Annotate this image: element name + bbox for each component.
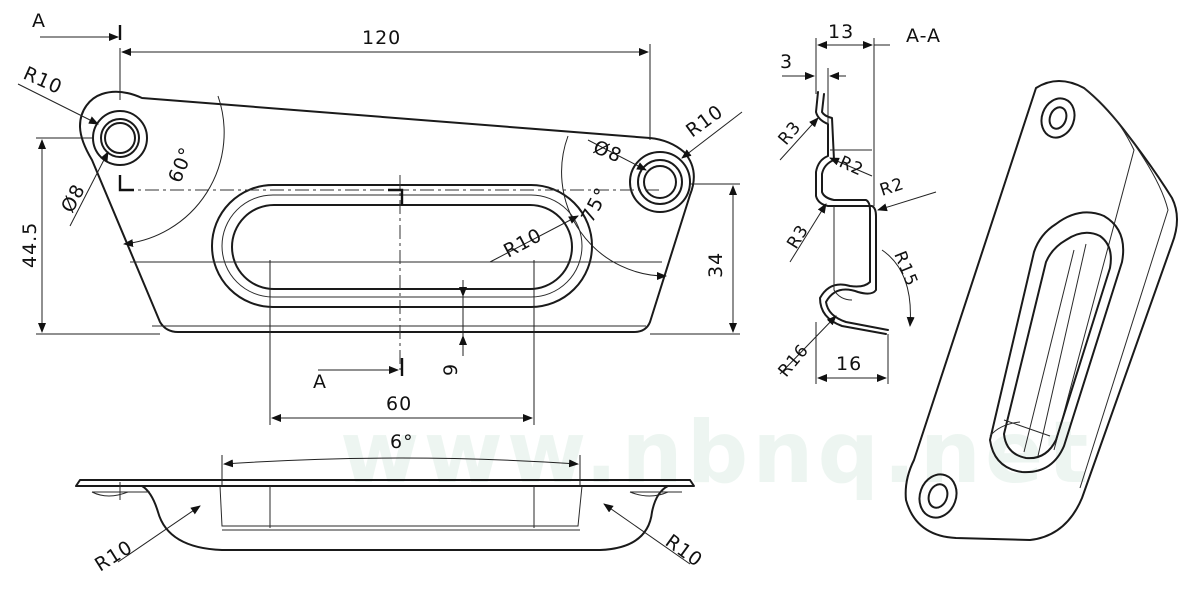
- dim-radius-slot: R10: [500, 224, 546, 262]
- dim-r3-top: R3: [775, 117, 806, 149]
- section-marker-bottom: A: [313, 371, 327, 393]
- dim-flange: 3: [780, 51, 793, 73]
- iso-hole-top: [1048, 106, 1068, 130]
- dim-angle-bottom: 6°: [390, 431, 414, 453]
- bottom-plate-top: [75, 479, 695, 487]
- iso-slot-inner: [1003, 231, 1112, 460]
- angle-60-arc: [123, 95, 225, 248]
- iso-slot-floor: [989, 419, 1051, 437]
- leader-dia8-left: [69, 151, 109, 227]
- dim-depth-top: 13: [828, 21, 854, 43]
- front-view: A A 120 44.5 34 60 9 60° 75° R10: [17, 10, 743, 425]
- isometric-view: [904, 80, 1178, 541]
- bottom-flange-curl: [91, 491, 669, 497]
- dim-r2-upper: R2: [836, 152, 867, 180]
- cut-line-right-corner: [388, 188, 404, 205]
- iso-hole-top-outer: [1040, 97, 1076, 139]
- dim-hole-right: Ø8: [590, 136, 625, 167]
- right-hole: [643, 165, 677, 199]
- leader-r10-slot: [489, 215, 579, 263]
- iso-slot-wall: [1023, 243, 1087, 457]
- dim-height-right: 34: [705, 252, 727, 278]
- leader-r10-bottom-left: [117, 505, 201, 563]
- bottom-recess-inner: [219, 485, 583, 527]
- dim-radius-top-left: R10: [20, 62, 66, 99]
- leader-r10-bottom-right: [603, 503, 691, 565]
- iso-plate-fold: [1053, 87, 1135, 451]
- dim-6-arc: [223, 457, 579, 468]
- dim-hole-left: Ø8: [57, 180, 90, 216]
- dim-angle-left: 60°: [164, 144, 198, 186]
- section-wall-line: [833, 206, 853, 301]
- bottom-recess-outer: [141, 485, 669, 551]
- dim-radius-bottom-left: R10: [91, 536, 137, 576]
- right-hole-outer: [637, 159, 683, 205]
- leader-r16: [779, 315, 837, 375]
- leader-r3-lower: [789, 203, 827, 263]
- leader-dia8-right: [587, 139, 647, 171]
- iso-slot-outer: [989, 211, 1125, 474]
- dim-r16: R16: [775, 340, 814, 381]
- section-title: A-A: [906, 25, 941, 47]
- dim-bottom: 16: [836, 353, 862, 375]
- section-marker-top: A: [32, 10, 46, 32]
- left-hole-outer: [100, 118, 140, 158]
- left-hole: [104, 122, 136, 154]
- leader-r2-lower: [877, 191, 937, 212]
- dim-slot-offset: 9: [440, 363, 462, 376]
- dim-radius-bottom-right: R10: [661, 530, 707, 572]
- right-hole-boss: [629, 151, 691, 213]
- dim-r3-lower: R3: [783, 221, 813, 252]
- dim-r2-lower: R2: [877, 174, 907, 201]
- plate-outline: [79, 90, 695, 333]
- cut-line-left-corner: [118, 175, 134, 192]
- leader-r10-right: [681, 111, 743, 159]
- iso-hole-bottom: [927, 483, 949, 509]
- leader-r2-upper: [829, 157, 873, 177]
- iso-plate-bevel: [1079, 129, 1169, 489]
- dim-radius-top-right: R10: [682, 101, 728, 143]
- dim-r15: R15: [889, 248, 921, 289]
- leader-r3-top: [779, 117, 819, 161]
- angle-75-arc: [561, 135, 667, 281]
- leader-r15: [881, 249, 915, 327]
- dim-height-left: 44.5: [19, 222, 41, 268]
- dim-overall-width: 120: [362, 27, 401, 49]
- section-view: A-A 13 3 16 R3 R2 R2 R3: [775, 21, 941, 384]
- section-profile-outer: [815, 91, 889, 331]
- dim-slot-width: 60: [386, 393, 412, 415]
- leader-r10-left: [17, 83, 99, 125]
- iso-hole-bottom-outer: [918, 473, 958, 519]
